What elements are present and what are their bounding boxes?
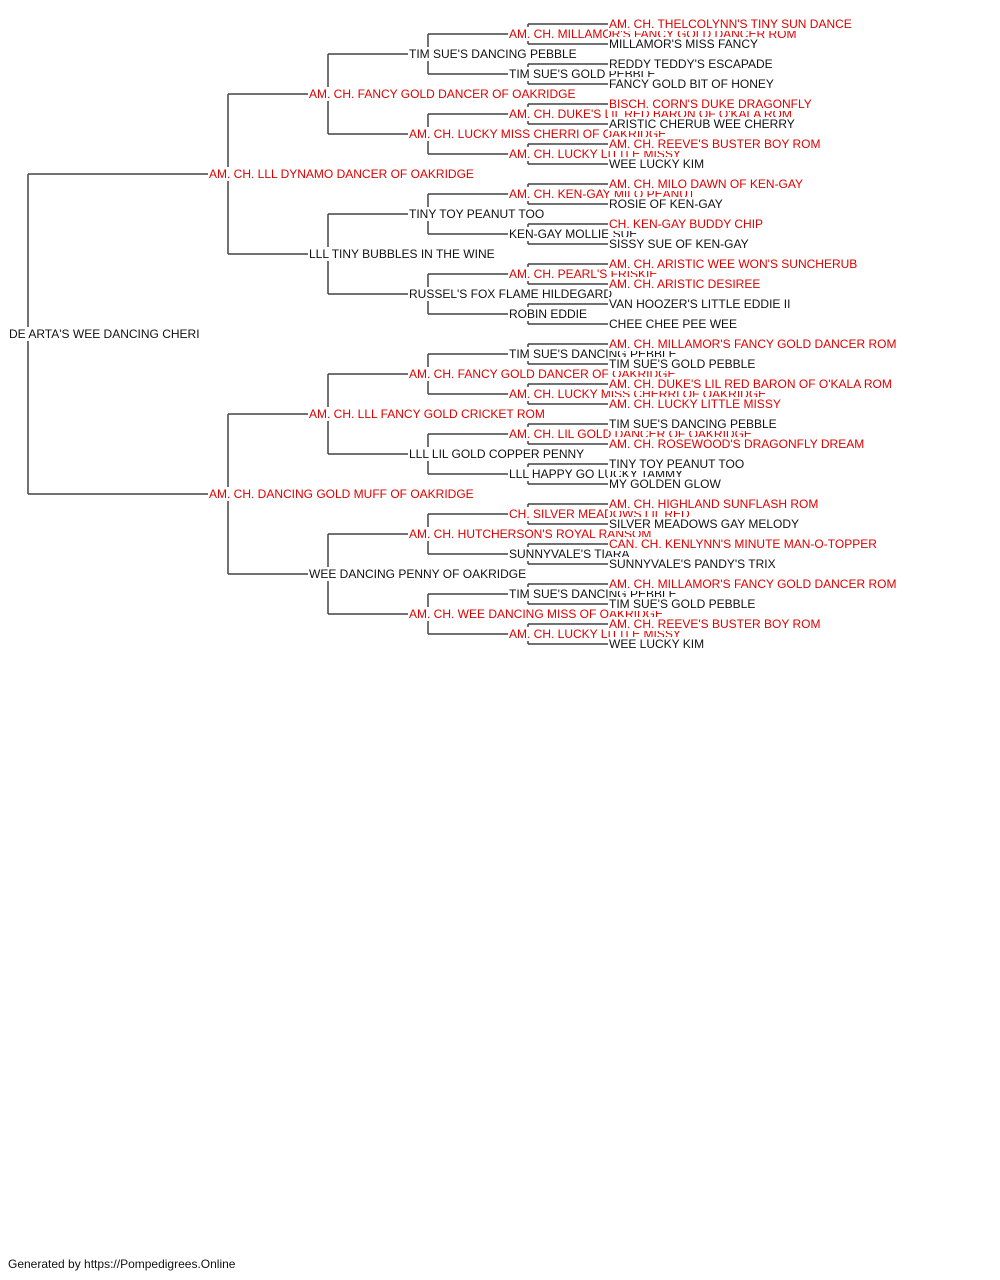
ancestor-name-gen5: CHEE CHEE PEE WEE bbox=[608, 317, 739, 331]
ancestor-name-gen5: AM. CH. MILO DAWN OF KEN-GAY bbox=[608, 177, 805, 191]
ancestor-name-gen3: AM. CH. HUTCHERSON'S ROYAL RANSOM bbox=[408, 527, 653, 541]
ancestor-name-gen5: WEE LUCKY KIM bbox=[608, 637, 706, 651]
ancestor-name-gen5: AM. CH. HIGHLAND SUNFLASH ROM bbox=[608, 497, 820, 511]
ancestor-name-gen5: AM. CH. THELCOLYNN'S TINY SUN DANCE bbox=[608, 17, 853, 31]
ancestor-name-gen5: ROSIE OF KEN-GAY bbox=[608, 197, 724, 211]
ancestor-name-gen5: REDDY TEDDY'S ESCAPADE bbox=[608, 57, 774, 71]
ancestor-name-gen5: AM. CH. DUKE'S LIL RED BARON OF O'KALA R… bbox=[608, 377, 893, 391]
ancestor-name-gen5: FANCY GOLD BIT OF HONEY bbox=[608, 77, 775, 91]
ancestor-name-gen5: BISCH. CORN'S DUKE DRAGONFLY bbox=[608, 97, 813, 111]
ancestor-name-gen5: ARISTIC CHERUB WEE CHERRY bbox=[608, 117, 796, 131]
ancestor-name-gen3: AM. CH. LUCKY MISS CHERRI OF OAKRIDGE bbox=[408, 127, 668, 141]
ancestor-name-gen4: ROBIN EDDIE bbox=[508, 307, 589, 321]
footer-credit: Generated by https://Pompedigrees.Online bbox=[8, 1257, 236, 1271]
ancestor-name-gen1: AM. CH. DANCING GOLD MUFF OF OAKRIDGE bbox=[208, 487, 475, 501]
ancestor-name-gen5: AM. CH. REEVE'S BUSTER BOY ROM bbox=[608, 137, 822, 151]
ancestor-name-gen5: WEE LUCKY KIM bbox=[608, 157, 706, 171]
ancestor-name-gen5: SUNNYVALE'S PANDY'S TRIX bbox=[608, 557, 777, 571]
ancestor-name-gen5: MILLAMOR'S MISS FANCY bbox=[608, 37, 759, 51]
ancestor-name-gen5: AM. CH. LUCKY LITTLE MISSY bbox=[608, 397, 782, 411]
ancestor-name-gen3: RUSSEL'S FOX FLAME HILDEGARD bbox=[408, 287, 614, 301]
ancestor-name-gen4: SUNNYVALE'S TIARA bbox=[508, 547, 631, 561]
ancestor-name-gen2: AM. CH. FANCY GOLD DANCER OF OAKRIDGE bbox=[308, 87, 577, 101]
ancestor-name-gen3: TINY TOY PEANUT TOO bbox=[408, 207, 546, 221]
ancestor-name-gen3: LLL LIL GOLD COPPER PENNY bbox=[408, 447, 586, 461]
ancestor-name-gen2: LLL TINY BUBBLES IN THE WINE bbox=[308, 247, 496, 261]
ancestor-name-gen5: TIM SUE'S GOLD PEBBLE bbox=[608, 357, 757, 371]
ancestor-name-gen5: TIM SUE'S GOLD PEBBLE bbox=[608, 597, 757, 611]
ancestor-name-gen5: CAN. CH. KENLYNN'S MINUTE MAN-O-TOPPER bbox=[608, 537, 878, 551]
ancestor-name-gen5: TIM SUE'S DANCING PEBBLE bbox=[608, 417, 778, 431]
ancestor-name-gen5: TINY TOY PEANUT TOO bbox=[608, 457, 746, 471]
ancestor-name-gen2: WEE DANCING PENNY OF OAKRIDGE bbox=[308, 567, 528, 581]
ancestor-name-gen5: AM. CH. ROSEWOOD'S DRAGONFLY DREAM bbox=[608, 437, 866, 451]
ancestor-name-gen3: TIM SUE'S DANCING PEBBLE bbox=[408, 47, 578, 61]
ancestor-name-gen5: VAN HOOZER'S LITTLE EDDIE II bbox=[608, 297, 792, 311]
ancestor-name-gen5: MY GOLDEN GLOW bbox=[608, 477, 722, 491]
ancestor-name-gen5: SISSY SUE OF KEN-GAY bbox=[608, 237, 750, 251]
ancestor-name-gen5: CH. KEN-GAY BUDDY CHIP bbox=[608, 217, 765, 231]
ancestor-name-gen5: AM. CH. ARISTIC WEE WON'S SUNCHERUB bbox=[608, 257, 859, 271]
ancestor-name-gen5: AM. CH. MILLAMOR'S FANCY GOLD DANCER ROM bbox=[608, 337, 898, 351]
ancestor-name-gen2: AM. CH. LLL FANCY GOLD CRICKET ROM bbox=[308, 407, 546, 421]
ancestor-name-gen1: AM. CH. LLL DYNAMO DANCER OF OAKRIDGE bbox=[208, 167, 475, 181]
ancestor-name-gen5: SILVER MEADOWS GAY MELODY bbox=[608, 517, 801, 531]
subject-dog-name: DE ARTA'S WEE DANCING CHERI bbox=[8, 327, 201, 341]
ancestor-name-gen5: AM. CH. REEVE'S BUSTER BOY ROM bbox=[608, 617, 822, 631]
ancestor-name-gen5: AM. CH. ARISTIC DESIREE bbox=[608, 277, 762, 291]
ancestor-name-gen3: AM. CH. WEE DANCING MISS OF OAKRIDGE bbox=[408, 607, 665, 621]
ancestor-name-gen4: KEN-GAY MOLLIE SUE bbox=[508, 227, 639, 241]
ancestor-name-gen5: AM. CH. MILLAMOR'S FANCY GOLD DANCER ROM bbox=[608, 577, 898, 591]
